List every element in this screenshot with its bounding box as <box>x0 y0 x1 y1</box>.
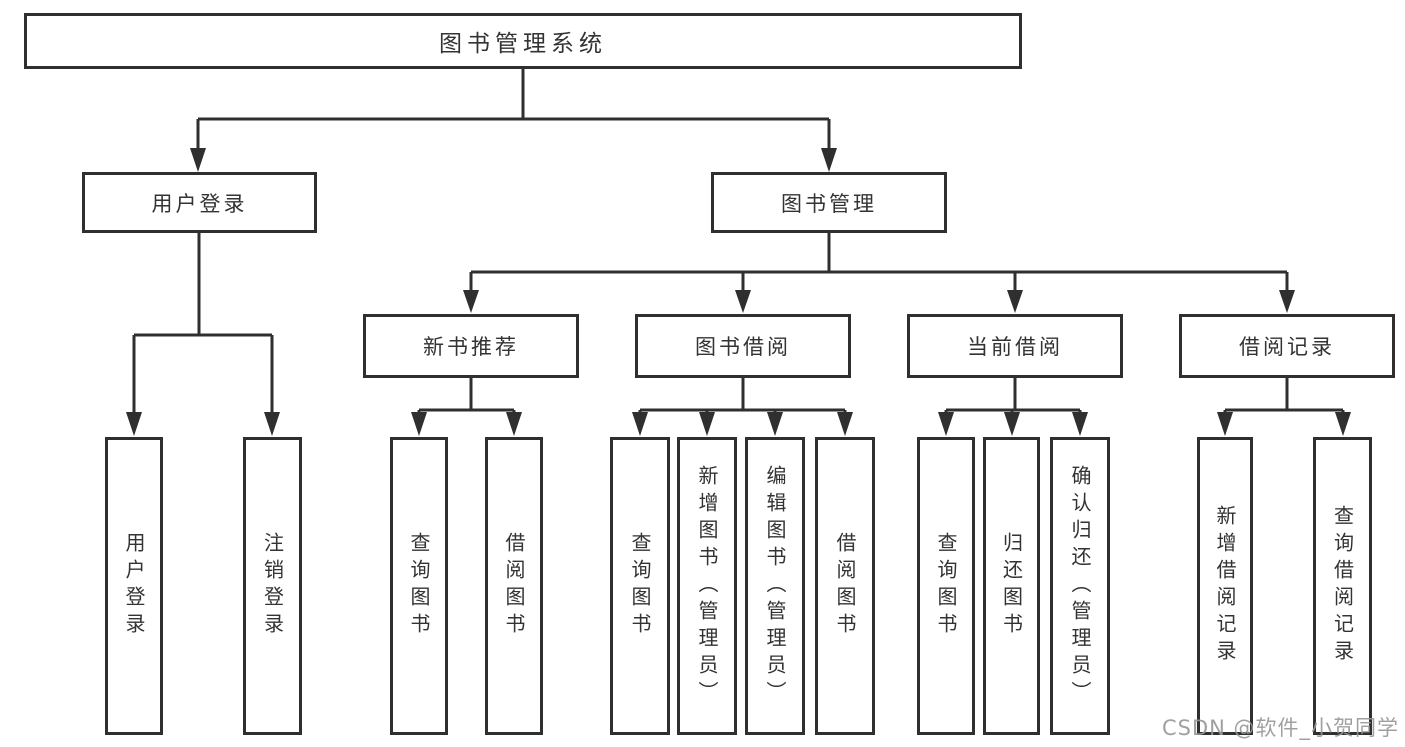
leaf-add-record-label: 新增借阅记录 <box>1213 505 1237 667</box>
leaf-query-record: 查询借阅记录 <box>1313 437 1372 735</box>
arrowhead-icon <box>837 412 853 436</box>
node-user-login: 用户登录 <box>82 172 317 233</box>
csdn-watermark: CSDN @软件_小贺同学 <box>1162 716 1400 740</box>
connector-user-login-children <box>126 233 280 436</box>
connector-current-borrow-children <box>938 378 1088 436</box>
arrowhead-icon <box>938 412 954 436</box>
leaf-borrow-add-book-label: 新增图书（管理员） <box>695 464 719 708</box>
arrowhead-icon <box>190 148 206 172</box>
arrowhead-icon <box>506 412 522 436</box>
arrowhead-icon <box>1072 412 1088 436</box>
arrowhead-icon <box>767 412 783 436</box>
leaf-user-login-label: 用户登录 <box>122 532 146 640</box>
leaf-borrow-query: 查询图书 <box>610 437 670 735</box>
leaf-logout-label: 注销登录 <box>260 532 285 640</box>
node-new-book-recommend: 新书推荐 <box>363 314 579 378</box>
connector-new-book-children <box>411 378 522 436</box>
connector-book-borrow-children <box>632 378 853 436</box>
connector-root-to-level2 <box>190 69 837 172</box>
arrowhead-icon <box>264 412 280 436</box>
node-current-borrow-label: 当前借阅 <box>967 335 1063 359</box>
arrowhead-icon <box>1004 412 1020 436</box>
arrowhead-icon <box>735 290 751 313</box>
leaf-newbook-borrow-label: 借阅图书 <box>502 532 526 640</box>
leaf-borrow-query-label: 查询图书 <box>628 532 652 640</box>
leaf-newbook-query-label: 查询图书 <box>407 532 431 640</box>
leaf-confirm-return-label: 确认归还（管理员） <box>1068 464 1092 708</box>
leaf-user-login: 用户登录 <box>105 437 163 735</box>
arrowhead-icon <box>632 412 648 436</box>
leaf-borrow-edit-book: 编辑图书（管理员） <box>745 437 805 735</box>
node-library-system-label: 图书管理系统 <box>439 31 607 57</box>
leaf-current-query: 查询图书 <box>917 437 975 735</box>
node-book-management-label: 图书管理 <box>781 191 877 216</box>
leaf-borrow-edit-book-label: 编辑图书（管理员） <box>763 464 787 708</box>
leaf-newbook-query: 查询图书 <box>390 437 448 735</box>
arrowhead-icon <box>463 290 479 313</box>
arrowhead-icon <box>1335 412 1351 436</box>
node-library-system: 图书管理系统 <box>24 13 1022 69</box>
node-new-book-recommend-label: 新书推荐 <box>423 335 519 359</box>
arrowhead-icon <box>1007 290 1023 313</box>
leaf-return-book: 归还图书 <box>983 437 1040 735</box>
leaf-confirm-return: 确认归还（管理员） <box>1050 437 1110 735</box>
node-book-borrow-label: 图书借阅 <box>695 335 791 359</box>
arrowhead-icon <box>821 148 837 172</box>
connector-borrow-records-children <box>1217 378 1351 436</box>
arrowhead-icon <box>1217 412 1233 436</box>
leaf-borrow-book-label: 借阅图书 <box>833 532 857 640</box>
leaf-current-query-label: 查询图书 <box>934 532 958 640</box>
leaf-query-record-label: 查询借阅记录 <box>1330 505 1355 667</box>
arrowhead-icon <box>699 412 715 436</box>
connector-book-mgmt-to-level3 <box>463 233 1295 313</box>
node-book-management: 图书管理 <box>711 172 947 233</box>
leaf-logout: 注销登录 <box>243 437 302 735</box>
leaf-add-record: 新增借阅记录 <box>1197 437 1253 735</box>
arrowhead-icon <box>411 412 427 436</box>
arrowhead-icon <box>126 412 142 436</box>
node-current-borrow: 当前借阅 <box>907 314 1123 378</box>
leaf-return-book-label: 归还图书 <box>999 532 1024 640</box>
leaf-borrow-add-book: 新增图书（管理员） <box>677 437 737 735</box>
leaf-newbook-borrow: 借阅图书 <box>485 437 543 735</box>
node-borrow-records-label: 借阅记录 <box>1239 335 1335 359</box>
node-user-login-label: 用户登录 <box>151 191 248 216</box>
node-borrow-records: 借阅记录 <box>1179 314 1395 378</box>
arrowhead-icon <box>1279 290 1295 313</box>
node-book-borrow: 图书借阅 <box>635 314 851 378</box>
leaf-borrow-book: 借阅图书 <box>815 437 875 735</box>
